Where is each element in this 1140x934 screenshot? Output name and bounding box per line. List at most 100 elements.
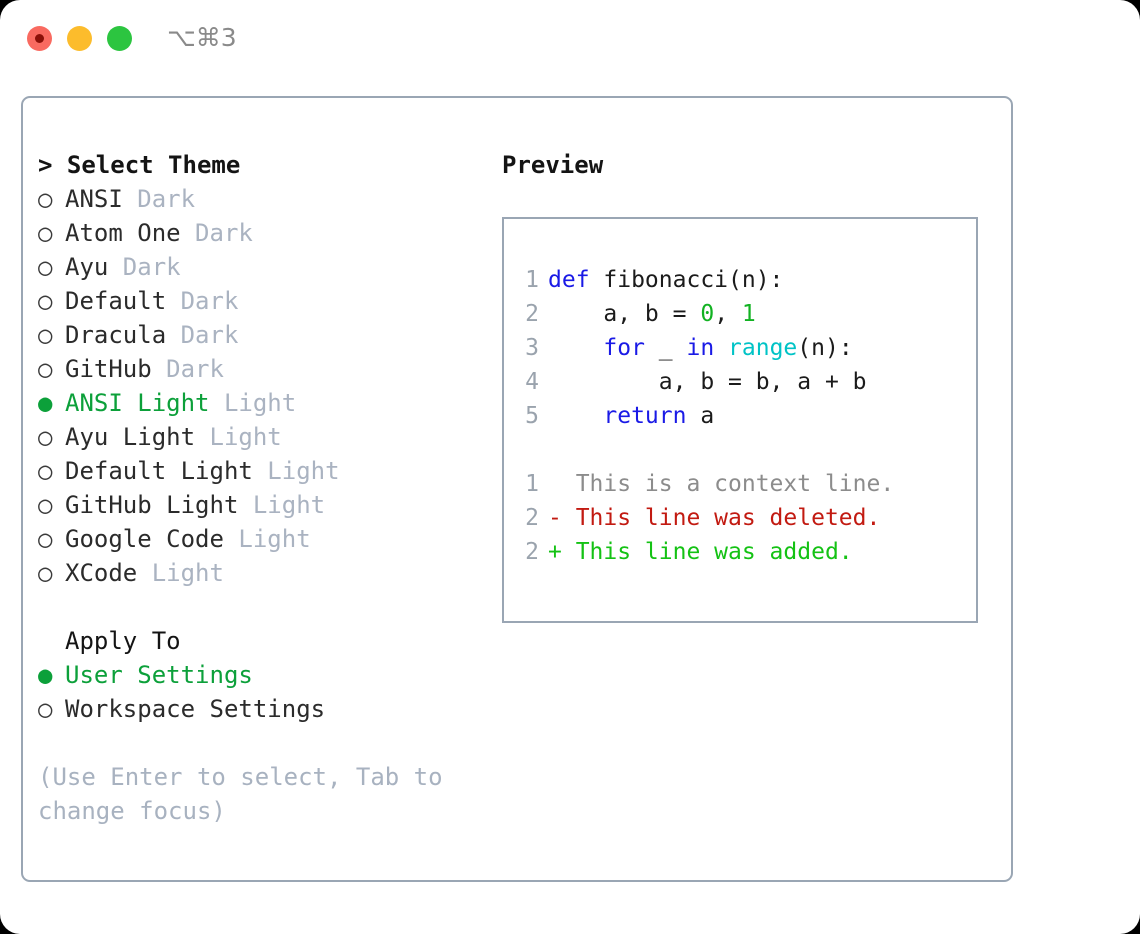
theme-option-variant: Dark <box>195 219 253 247</box>
code-token: a, b = <box>548 301 701 327</box>
code-token: fibonacci(n): <box>603 267 784 293</box>
theme-option-10[interactable]: ○ Google Code Light <box>38 522 488 556</box>
line-number: 4 <box>525 369 539 395</box>
code-token: range <box>728 335 798 361</box>
radio-unselected-icon: ○ <box>38 491 53 519</box>
theme-option-3[interactable]: ○ Default Dark <box>38 284 488 318</box>
theme-option-name: Default Light <box>65 457 268 485</box>
code-token <box>714 335 728 361</box>
line-number: 5 <box>525 403 539 429</box>
theme-option-6[interactable]: ●ANSI Light Light <box>38 386 488 420</box>
title-bar: ⌥⌘3 <box>0 0 1140 78</box>
diff-text: + This line was added. <box>548 539 853 565</box>
close-window-button[interactable] <box>27 26 52 51</box>
theme-option-1[interactable]: ○Atom One Dark <box>38 216 488 250</box>
theme-option-variant: Light <box>223 389 297 417</box>
theme-option-variant: Light <box>151 559 224 587</box>
apply-to-list[interactable]: ●User Settings ○ Workspace Settings <box>38 658 488 726</box>
theme-option-name: GitHub <box>65 355 167 383</box>
line-number: 2 <box>525 505 539 531</box>
diff-line: 2 - This line was deleted. <box>522 501 976 535</box>
theme-option-name: Default <box>65 287 181 315</box>
theme-option-variant: Light <box>252 491 326 519</box>
theme-option-variant: Dark <box>180 287 239 315</box>
theme-option-variant: Dark <box>180 321 239 349</box>
theme-option-11[interactable]: ○ XCode Light <box>38 556 488 590</box>
line-number: 1 <box>525 267 539 293</box>
code-token: def <box>548 267 604 293</box>
theme-option-0[interactable]: ○ANSI Dark <box>38 182 488 216</box>
theme-option-variant: Dark <box>122 253 181 281</box>
code-token: a <box>686 403 715 429</box>
code-token <box>548 403 603 429</box>
code-token: 1 <box>741 301 756 327</box>
radio-unselected-icon: ○ <box>38 559 53 587</box>
code-line: 5 return a <box>522 399 976 433</box>
diff-line: 1 This is a context line. <box>522 467 976 501</box>
theme-option-name: Dracula <box>65 321 181 349</box>
code-line: 4 a, b = b, a + b <box>522 365 976 399</box>
radio-unselected-icon: ○ <box>38 695 53 723</box>
radio-unselected-icon: ○ <box>38 423 53 451</box>
code-token: a, b = b, a + b <box>548 369 867 395</box>
code-token: for <box>603 335 645 361</box>
diff-sample: 1 This is a context line. 2 - This line wa… <box>522 467 976 569</box>
theme-option-name: ANSI <box>65 185 138 213</box>
theme-option-variant: Light <box>238 525 311 553</box>
code-token: in <box>686 335 715 361</box>
code-token: _ <box>644 335 687 361</box>
theme-option-name: GitHub Light <box>65 491 253 519</box>
keyboard-shortcut-label: ⌥⌘3 <box>167 23 237 52</box>
theme-list[interactable]: ○ANSI Dark○Atom One Dark○Ayu Dark○Defaul… <box>38 182 488 590</box>
theme-option-name: Ayu <box>65 253 123 281</box>
preview-spacer <box>522 433 976 467</box>
apply-option-name: Workspace Settings <box>65 695 326 723</box>
radio-unselected-icon: ○ <box>38 525 53 553</box>
theme-option-4[interactable]: ○ Dracula Dark <box>38 318 488 352</box>
apply-option-name: User Settings <box>65 661 253 689</box>
apply-to-header: Apply To <box>65 627 181 655</box>
code-token: 0 <box>700 301 715 327</box>
radio-unselected-icon: ○ <box>38 287 53 315</box>
code-line: 2 a, b = 0, 1 <box>522 297 976 331</box>
theme-option-name: XCode <box>65 559 152 587</box>
theme-option-name: ANSI Light <box>65 389 224 417</box>
select-theme-header: > Select Theme <box>38 151 241 179</box>
apply-option-0[interactable]: ●User Settings <box>38 658 488 692</box>
theme-option-variant: Light <box>267 457 340 485</box>
line-number: 3 <box>525 335 539 361</box>
line-number: 2 <box>525 539 539 565</box>
line-number: 2 <box>525 301 539 327</box>
theme-option-5[interactable]: ○GitHub Dark <box>38 352 488 386</box>
code-token: , <box>714 301 742 327</box>
theme-option-7[interactable]: ○ Ayu Light Light <box>38 420 488 454</box>
minimize-window-button[interactable] <box>67 26 92 51</box>
apply-option-1[interactable]: ○ Workspace Settings <box>38 692 488 726</box>
theme-option-name: Ayu Light <box>65 423 210 451</box>
theme-option-9[interactable]: ○ GitHub Light Light <box>38 488 488 522</box>
diff-line: 2 + This line was added. <box>522 535 976 569</box>
radio-unselected-icon: ○ <box>38 219 53 247</box>
line-number: 1 <box>525 471 539 497</box>
theme-option-name: Google Code <box>65 525 239 553</box>
radio-unselected-icon: ○ <box>38 321 53 349</box>
code-token <box>548 335 603 361</box>
theme-option-variant: Dark <box>137 185 196 213</box>
apply-to-section: Apply To ●User Settings ○ Workspace Settin… <box>38 624 488 726</box>
radio-unselected-icon: ○ <box>38 457 53 485</box>
code-line: 3 for _ in range(n): <box>522 331 976 365</box>
theme-option-8[interactable]: ○ Default Light Light <box>38 454 488 488</box>
maximize-window-button[interactable] <box>107 26 132 51</box>
code-line: 1 def fibonacci(n): <box>522 263 976 297</box>
preview-title: Preview <box>502 151 604 179</box>
theme-selection-column: > Select Theme ○ANSI Dark○Atom One Dark○… <box>38 148 488 828</box>
code-token: (n): <box>797 335 853 361</box>
theme-option-variant: Light <box>209 423 282 451</box>
diff-text: - This line was deleted. <box>548 505 881 531</box>
radio-unselected-icon: ○ <box>38 355 53 383</box>
theme-option-2[interactable]: ○Ayu Dark <box>38 250 488 284</box>
